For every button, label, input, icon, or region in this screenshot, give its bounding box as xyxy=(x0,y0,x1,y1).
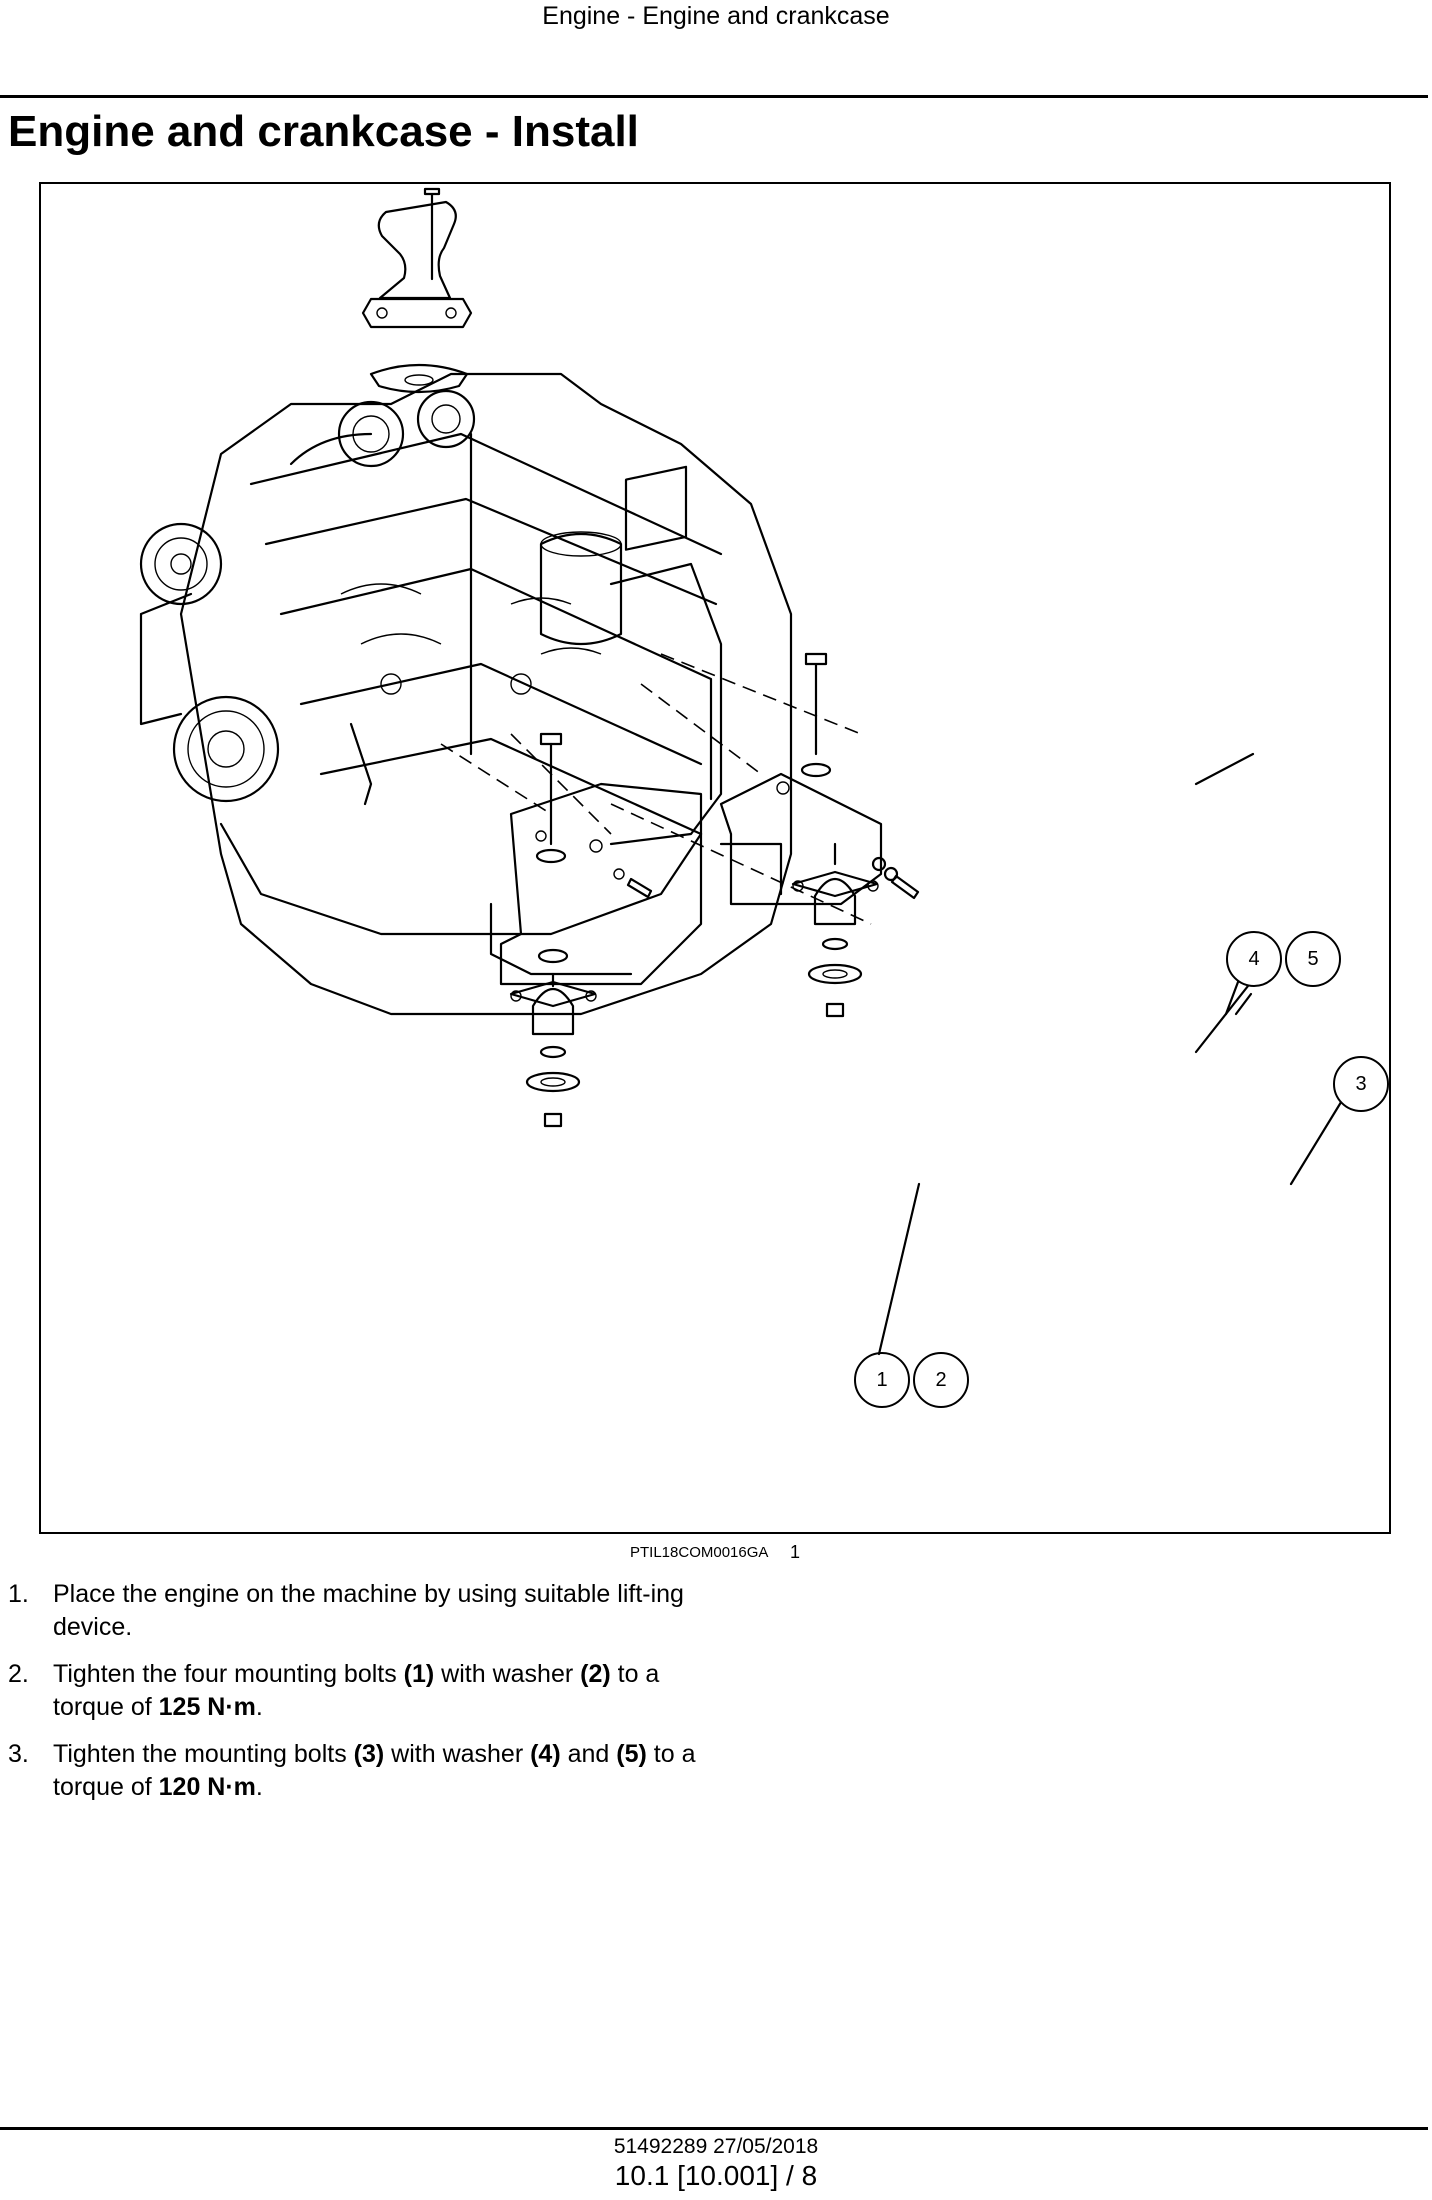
step-text: Place the engine on the machine by using… xyxy=(53,1580,684,1641)
step-number: 2. xyxy=(8,1660,29,1688)
page-reference: 10.1 [10.001] / 8 xyxy=(614,2160,818,2191)
callout-label-3: 3 xyxy=(1355,1073,1366,1095)
step-text: . xyxy=(255,1693,263,1721)
footer-rule xyxy=(0,2127,1428,2130)
part-ref-washer: (2) xyxy=(580,1660,611,1688)
right-rubber-mount xyxy=(791,842,879,1018)
document-reference: 51492289 27/05/2018 xyxy=(613,2135,819,2158)
engine-block xyxy=(139,372,793,1016)
figure-reference-code: PTIL18COM0016GA xyxy=(630,1544,769,1561)
step-text: . xyxy=(255,1773,263,1801)
alignment-lines xyxy=(440,653,872,925)
callout-4-5: 4 5 xyxy=(1226,931,1341,987)
thermostat-housing xyxy=(361,187,473,394)
part-ref-bolts: (3) xyxy=(353,1740,385,1768)
callout-leaders-lower xyxy=(877,992,1253,1356)
step-3: 3. Tighten the mounting bolts (3) with w… xyxy=(8,1738,728,1804)
engine-illustration: 4 5 3 1 2 xyxy=(139,187,1389,1408)
step-text: with washer xyxy=(384,1740,531,1768)
step-number: 3. xyxy=(8,1740,29,1768)
callout-label-5: 5 xyxy=(1307,948,1318,970)
callout-3: 3 xyxy=(1333,1056,1389,1112)
step-text: Tighten the mounting bolts xyxy=(53,1740,354,1768)
right-mount-bracket xyxy=(719,652,920,906)
page-title: Engine and crankcase - Install xyxy=(8,107,639,156)
step-2: 2. Tighten the four mounting bolts (1) w… xyxy=(8,1658,728,1724)
step-number: 1. xyxy=(8,1580,29,1608)
callout-1-2: 1 2 xyxy=(854,1352,969,1408)
callout-label-1: 1 xyxy=(876,1369,887,1391)
left-rubber-mount xyxy=(509,948,597,1128)
step-1: 1. Place the engine on the machine by us… xyxy=(8,1578,728,1644)
running-header: Engine - Engine and crankcase xyxy=(542,2,890,30)
install-steps-list: 1. Place the engine on the machine by us… xyxy=(8,1578,728,1818)
callout-label-4: 4 xyxy=(1248,948,1259,970)
figure-number: 1 xyxy=(790,1542,801,1562)
part-ref-washer: (5) xyxy=(616,1740,647,1768)
step-text: with washer xyxy=(434,1660,581,1688)
left-mount-bracket xyxy=(489,732,703,986)
part-ref-bolts: (1) xyxy=(403,1660,435,1688)
step-text: to a torque of xyxy=(53,1660,660,1721)
part-ref-washer: (4) xyxy=(530,1740,561,1768)
torque-value: 120 N·m xyxy=(158,1773,256,1801)
step-text: and xyxy=(560,1740,617,1768)
engine-install-figure: 4 5 3 1 2 xyxy=(39,182,1391,1534)
step-text: Tighten the four mounting bolts xyxy=(53,1660,404,1688)
callout-label-2: 2 xyxy=(935,1369,946,1391)
header-rule xyxy=(0,95,1428,98)
torque-value: 125 N·m xyxy=(158,1693,256,1721)
step-text: to a torque of xyxy=(53,1740,696,1801)
